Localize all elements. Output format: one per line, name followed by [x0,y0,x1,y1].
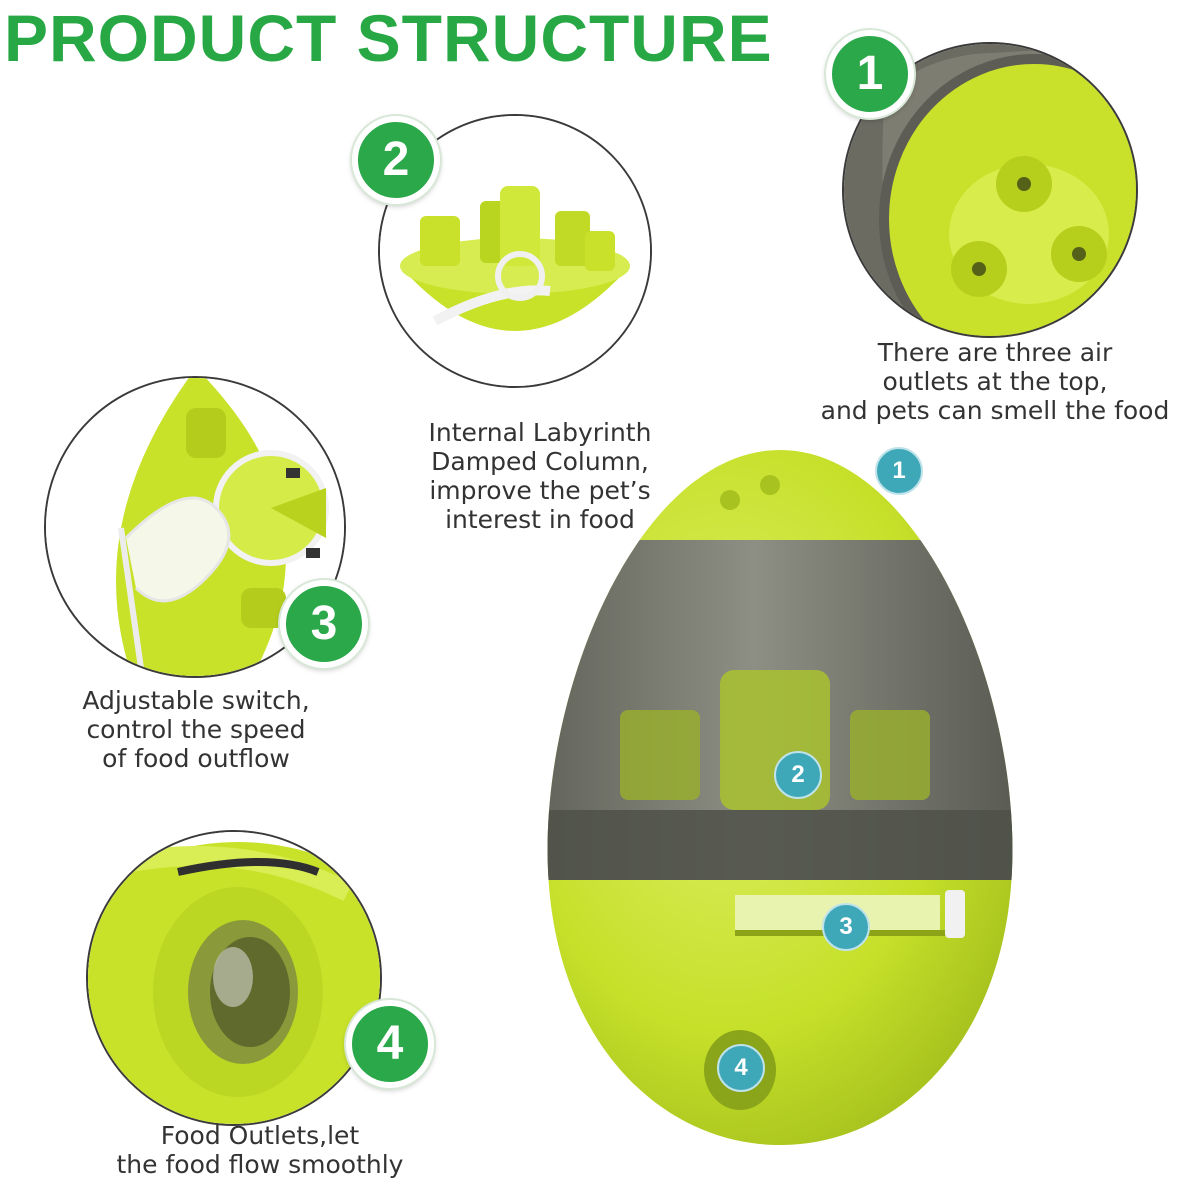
caption-line: Adjustable switch, [82,686,310,715]
marker-1: 1 [875,447,923,495]
inset-food-outlet [86,830,382,1126]
caption-line: Internal Labyrinth [428,418,652,447]
caption-line: control the speed [86,715,306,744]
caption-line: the food flow smoothly [116,1150,404,1179]
product-egg-feeder [547,450,1013,1145]
caption-line: outlets at the top, [882,367,1108,396]
caption-air-outlets: There are three air outlets at the top, … [810,338,1180,425]
switch-image [46,378,344,676]
page-title: PRODUCT STRUCTURE [4,1,773,75]
caption-line: Food Outlets,let [160,1121,360,1150]
badge-1: 1 [826,30,914,118]
badge-4: 4 [346,1000,434,1088]
marker-4: 4 [717,1044,765,1092]
marker-2: 2 [774,751,822,799]
caption-food-outlet: Food Outlets,let the food flow smoothly [100,1121,420,1179]
air-outlets-image [844,44,1136,336]
inset-air-outlets [842,42,1138,338]
badge-2: 2 [352,116,440,204]
caption-labyrinth: Internal Labyrinth Damped Column, improv… [400,418,680,534]
badge-3: 3 [280,580,368,668]
caption-line: There are three air [877,338,1113,367]
caption-line: Damped Column, [431,447,649,476]
caption-line: improve the pet’s [429,476,651,505]
caption-line: and pets can smell the food [820,396,1170,425]
caption-switch: Adjustable switch, control the speed of … [56,686,336,773]
marker-3: 3 [822,903,870,951]
caption-line: of food outflow [102,744,290,773]
caption-line: interest in food [445,505,635,534]
food-outlet-image [88,832,380,1124]
